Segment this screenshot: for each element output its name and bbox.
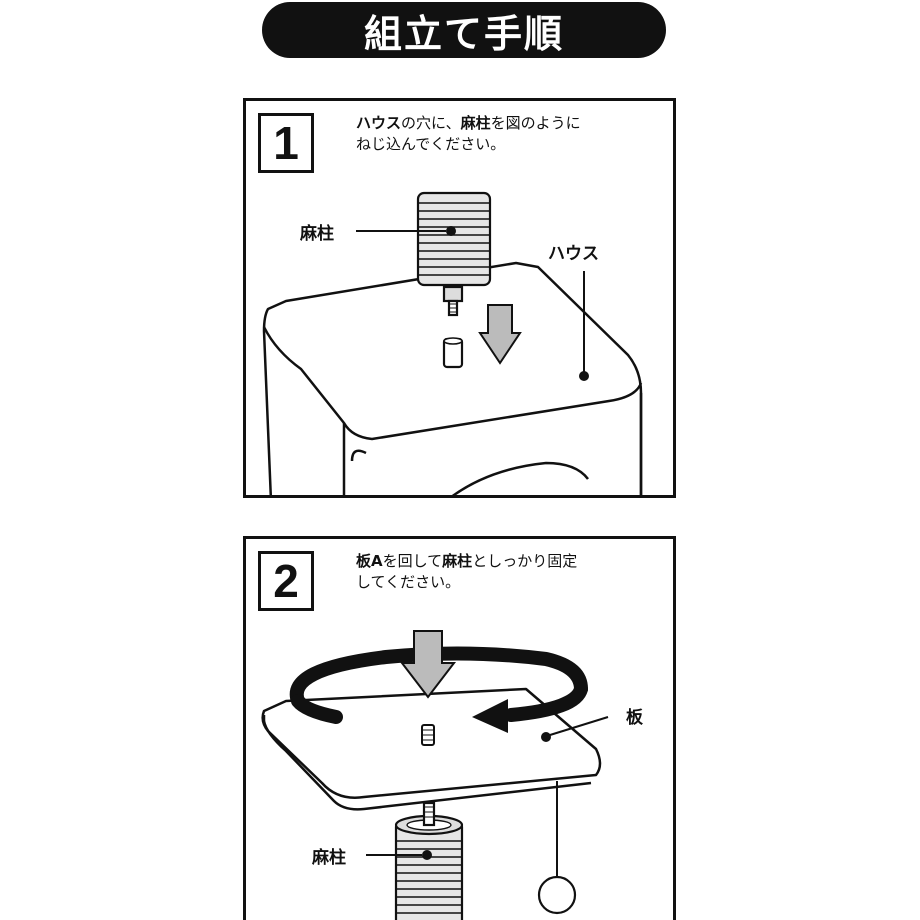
instruction-bold-part: 麻柱: [442, 552, 473, 570]
step-2-panel: 2 板Aを回して麻柱としっかり固定 してください。 板 麻柱: [243, 536, 676, 920]
step-number: 2: [258, 551, 314, 611]
step-1-illustration: [262, 191, 643, 495]
step-number: 1: [258, 113, 314, 173]
instruction-line-2: ねじ込んでください。: [356, 135, 506, 153]
instruction-part: を回して: [382, 552, 443, 570]
step-instruction: 板Aを回して麻柱としっかり固定 してください。: [356, 551, 577, 593]
step-1-panel: 1 ハウスの穴に、麻柱を図のように ねじ込んでください。 麻柱 ハウス: [243, 98, 676, 498]
label-board: 板: [626, 708, 643, 728]
step-2-illustration: [261, 630, 609, 920]
label-post: 麻柱: [300, 224, 334, 244]
instruction-part: としっかり固定: [472, 552, 578, 570]
label-house: ハウス: [548, 244, 599, 264]
instruction-part: の穴に、: [401, 114, 461, 132]
instruction-part: を図のように: [490, 114, 581, 132]
instruction-bold-part: ハウス: [356, 114, 402, 132]
step-instruction: ハウスの穴に、麻柱を図のように ねじ込んでください。: [356, 113, 581, 155]
instruction-bold-part: 麻柱: [460, 114, 491, 132]
instruction-line-2: してください。: [356, 573, 461, 591]
title-banner: 組立て手順: [262, 2, 666, 58]
instruction-bold-part: 板A: [356, 552, 383, 570]
label-post: 麻柱: [312, 848, 346, 868]
page-title: 組立て手順: [363, 11, 564, 56]
